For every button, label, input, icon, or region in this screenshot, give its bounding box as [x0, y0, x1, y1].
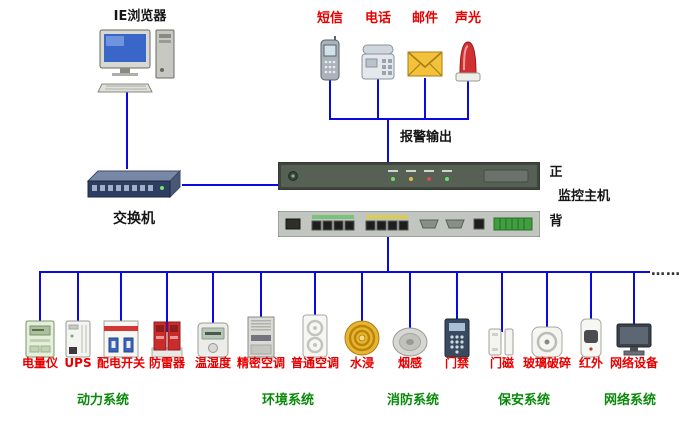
drop-line-standard-ac: [314, 272, 316, 332]
device-label-precision-ac: 精密空调: [236, 356, 285, 370]
drop-line-precision-ac: [260, 272, 262, 332]
mobile-phone-icon: [318, 36, 342, 82]
drop-line-surge-protector: [166, 272, 168, 332]
connector-line-sms: [329, 78, 331, 119]
infrared-icon: [563, 308, 619, 358]
drop-line-access: [456, 272, 458, 332]
alarm-channel-label-siren: 声光: [454, 11, 481, 26]
email-icon: [406, 46, 444, 80]
drop-line-infrared: [590, 272, 592, 332]
connector-line-switch-host: [182, 184, 278, 186]
bus-ellipsis: ……: [651, 263, 681, 279]
drop-line-power-meter: [39, 272, 41, 332]
drop-line-glass-break: [546, 272, 548, 332]
siren-icon: [453, 38, 483, 82]
host-label: 监控主机: [557, 189, 610, 204]
device-label-ups: UPS: [64, 356, 92, 370]
switch-label: 交换机: [113, 211, 155, 227]
device-label-surge-protector: 防雷器: [148, 356, 185, 370]
browser-label: IE浏览器: [113, 9, 167, 24]
host-front-label: 正: [549, 165, 563, 180]
water-leak-icon: [334, 308, 390, 358]
drop-line-distribution-switch: [120, 272, 122, 332]
access-control-icon: [429, 308, 485, 358]
connector-line-host-bus: [387, 236, 389, 273]
network-switch-icon: [86, 168, 182, 202]
host-back-panel: [278, 211, 540, 237]
drop-line-network-device: [633, 272, 635, 332]
alarm-channel-label-sms: 短信: [316, 11, 343, 26]
smoke-detector-icon: [382, 308, 438, 358]
surge-protector-icon: [139, 308, 195, 358]
group-label-security: 保安系统: [497, 393, 550, 408]
group-label-network: 网络系统: [603, 393, 656, 408]
connector-line-pc-switch: [126, 92, 128, 169]
group-label-fire: 消防系统: [386, 393, 439, 408]
group-label-environment: 环境系统: [261, 393, 314, 408]
device-label-distribution-switch: 配电开关: [96, 356, 145, 370]
connector-line-alarm-host: [387, 118, 389, 164]
device-label-temp-humidity: 温湿度: [194, 356, 231, 370]
connector-line-alarm-bus: [329, 118, 469, 120]
drop-line-door-contact: [501, 272, 503, 332]
device-bus-line: [39, 271, 650, 273]
alarm-output-label: 报警输出: [399, 130, 452, 145]
connector-line-mail: [424, 78, 426, 119]
host-back-label: 背: [549, 214, 563, 229]
drop-line-temp-humidity: [212, 272, 214, 332]
device-label-access: 门禁: [444, 356, 469, 370]
host-front-panel: [278, 162, 540, 190]
telephone-icon: [359, 42, 397, 82]
distribution-switch-icon: [93, 308, 149, 358]
device-label-network-device: 网络设备: [609, 356, 658, 370]
ups-icon: [50, 308, 106, 358]
power-meter-icon: [12, 308, 68, 358]
temp-humidity-icon: [185, 308, 241, 358]
group-label-power: 动力系统: [76, 393, 129, 408]
standard-ac-icon: [287, 308, 343, 358]
alarm-channel-label-phone: 电话: [364, 11, 391, 26]
device-label-water-leak: 水浸: [349, 356, 374, 370]
device-label-power-meter: 电量仪: [21, 356, 58, 370]
alarm-channel-label-mail: 邮件: [411, 11, 438, 26]
device-label-door-contact: 门磁: [489, 356, 514, 370]
connector-line-siren: [467, 78, 469, 119]
device-label-standard-ac: 普通空调: [290, 356, 339, 370]
glass-break-icon: [519, 308, 575, 358]
precision-ac-icon: [233, 308, 289, 358]
network-device-icon: [606, 308, 662, 358]
connector-line-phone: [377, 78, 379, 119]
workstation-icon: [94, 28, 186, 94]
device-label-smoke: 烟感: [397, 356, 422, 370]
drop-line-ups: [77, 272, 79, 332]
door-contact-icon: [474, 308, 530, 358]
drop-line-smoke: [409, 272, 411, 332]
device-label-infrared: 红外: [578, 356, 603, 370]
device-label-glass-break: 玻璃破碎: [522, 356, 571, 370]
drop-line-water-leak: [361, 272, 363, 332]
